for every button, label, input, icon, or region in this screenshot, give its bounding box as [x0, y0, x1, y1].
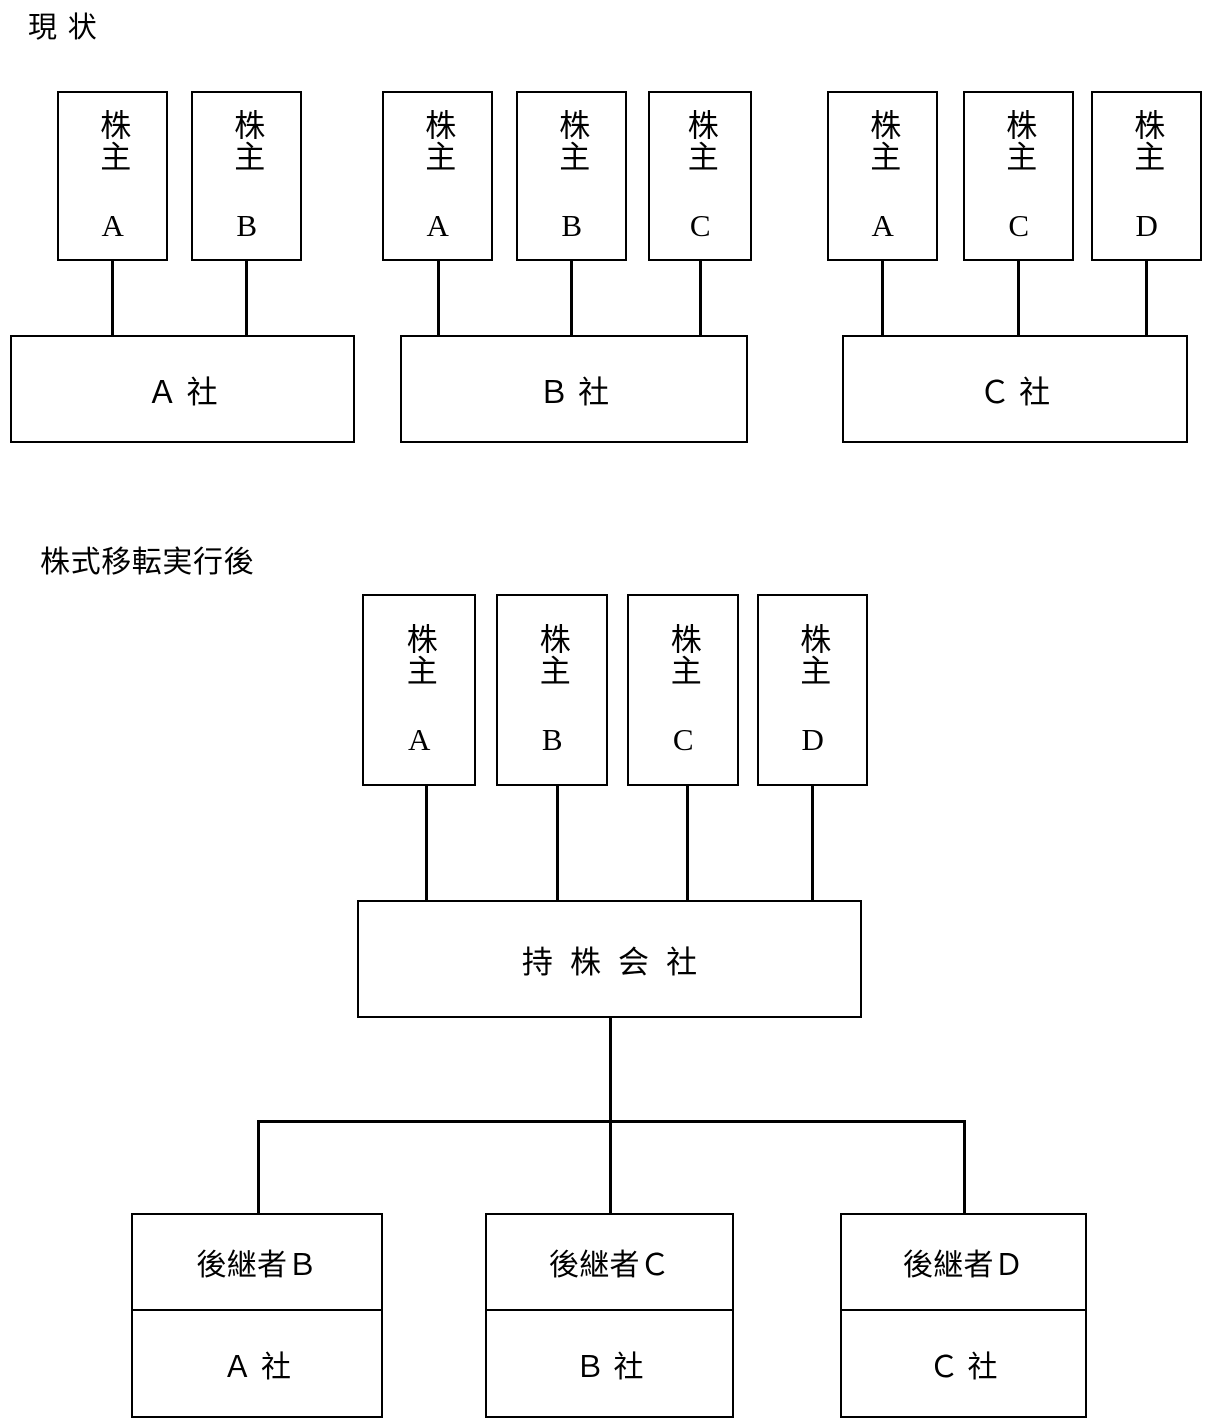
connector-line — [437, 261, 440, 337]
shareholder-label: 株主 A — [401, 622, 437, 758]
successor-box-d: 後継者Ｄ Ｃ 社 — [840, 1213, 1087, 1418]
connector-line — [699, 261, 702, 337]
company-label: Ｂ 社 — [574, 1350, 645, 1384]
company-label: Ｂ 社 — [538, 374, 610, 410]
holding-company-box: 持株会社 — [357, 900, 862, 1018]
connector-trunk — [609, 1018, 612, 1122]
shareholder-box-after-b: 株主 B — [496, 594, 608, 786]
shareholder-label: 株主 B — [534, 622, 570, 758]
shareholder-box-after-a: 株主 A — [362, 594, 476, 786]
connector-line — [963, 1120, 966, 1214]
successor-name-cell: 後継者Ｃ — [487, 1215, 732, 1311]
section-title-after: 株式移転実行後 — [40, 546, 255, 579]
company-box-b: Ｂ 社 — [400, 335, 748, 443]
shareholder-box-c1: 株主 A — [827, 91, 938, 261]
company-label: Ａ 社 — [146, 374, 219, 410]
connector-line — [556, 786, 559, 900]
section-title-current: 現 状 — [28, 12, 99, 44]
connector-line — [245, 261, 248, 337]
connector-line — [686, 786, 689, 900]
shareholder-label: 株主 A — [420, 108, 456, 244]
shareholder-label: 株主 C — [1001, 108, 1037, 244]
company-label: Ｃ 社 — [928, 1350, 999, 1384]
connector-line — [570, 261, 573, 337]
shareholder-label: 株主 A — [95, 108, 131, 244]
shareholder-box-after-d: 株主 D — [757, 594, 868, 786]
shareholder-label: 株主 B — [554, 108, 590, 244]
connector-line — [811, 786, 814, 900]
company-box-c: Ｃ 社 — [842, 335, 1188, 443]
shareholder-label: 株主 C — [682, 108, 718, 244]
successor-name-cell: 後継者Ｂ — [133, 1215, 381, 1311]
successor-name-cell: 後継者Ｄ — [842, 1215, 1085, 1311]
shareholder-label: 株主 C — [665, 622, 701, 758]
shareholder-box-b2: 株主 B — [516, 91, 627, 261]
company-label: Ａ 社 — [222, 1350, 292, 1384]
company-box-a: Ａ 社 — [10, 335, 355, 443]
shareholder-box-after-c: 株主 C — [627, 594, 739, 786]
shareholder-box-c2: 株主 C — [963, 91, 1074, 261]
shareholder-box-c3: 株主 D — [1091, 91, 1202, 261]
successor-company-cell: Ｃ 社 — [842, 1311, 1085, 1416]
successor-label: 後継者Ｄ — [902, 1249, 1025, 1282]
successor-box-b: 後継者Ｂ Ａ 社 — [131, 1213, 383, 1418]
shareholder-box-b1: 株主 A — [382, 91, 493, 261]
shareholder-box-a1: 株主 A — [57, 91, 168, 261]
successor-company-cell: Ｂ 社 — [487, 1311, 732, 1416]
shareholder-box-b3: 株主 C — [648, 91, 752, 261]
shareholder-box-a2: 株主 B — [191, 91, 302, 261]
shareholder-label: 株主 B — [229, 108, 265, 244]
connector-line — [609, 1120, 612, 1214]
successor-label: 後継者Ｂ — [196, 1249, 318, 1282]
holding-company-label: 持株会社 — [521, 944, 715, 980]
company-label: Ｃ 社 — [979, 374, 1051, 410]
connector-line — [1145, 261, 1148, 337]
shareholder-label: 株主 D — [795, 622, 831, 758]
successor-box-c: 後継者Ｃ Ｂ 社 — [485, 1213, 734, 1418]
connector-line — [111, 261, 114, 337]
shareholder-label: 株主 A — [865, 108, 901, 244]
connector-line — [425, 786, 428, 900]
connector-line — [881, 261, 884, 337]
connector-line — [1017, 261, 1020, 337]
shareholder-label: 株主 D — [1129, 108, 1165, 244]
successor-label: 後継者Ｃ — [548, 1249, 671, 1282]
connector-line — [257, 1120, 260, 1214]
successor-company-cell: Ａ 社 — [133, 1311, 381, 1416]
